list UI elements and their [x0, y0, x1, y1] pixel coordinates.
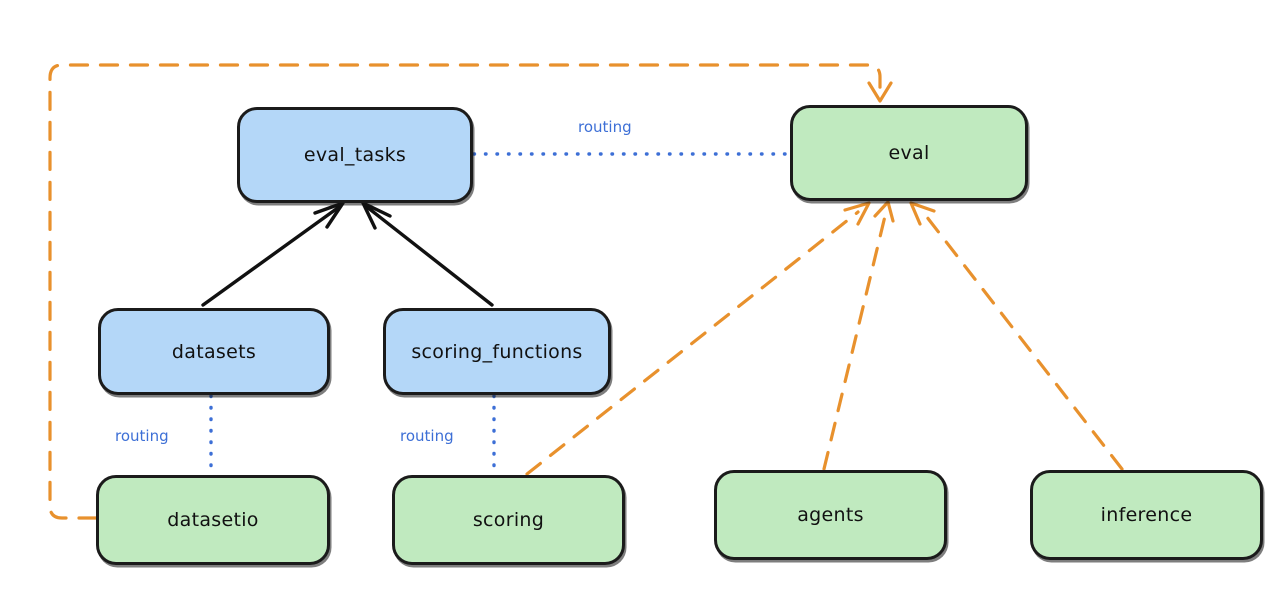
node-scoring_functions[interactable]: scoring_functions	[383, 308, 611, 395]
node-label: scoring	[472, 509, 545, 531]
node-label: inference	[1100, 504, 1193, 526]
node-eval[interactable]: eval	[790, 105, 1028, 201]
node-label: eval	[888, 142, 930, 164]
node-eval_tasks[interactable]: eval_tasks	[237, 107, 473, 203]
node-inference[interactable]: inference	[1030, 470, 1263, 560]
edge-scoring_functions-to-eval_tasks	[361, 201, 494, 307]
edge-datasets-to-eval_tasks	[201, 201, 345, 307]
node-label: datasets	[171, 340, 257, 363]
edge-agents-to-eval	[822, 200, 895, 471]
node-scoring[interactable]: scoring	[392, 475, 625, 565]
node-label: datasetio	[167, 509, 259, 531]
node-datasetio[interactable]: datasetio	[96, 475, 330, 565]
edge-datasetio-to-eval	[48, 63, 893, 520]
node-label: eval_tasks	[303, 144, 407, 166]
edge-label-routing-scoring: routing	[400, 427, 454, 445]
node-label: agents	[797, 504, 864, 526]
edge-scoring-to-eval	[525, 201, 871, 476]
node-label: scoring_functions	[411, 340, 583, 363]
node-datasets[interactable]: datasets	[98, 308, 330, 395]
edge-label-routing-datasetio: routing	[115, 427, 169, 445]
node-agents[interactable]: agents	[714, 470, 947, 560]
edge-label-routing-eval: routing	[578, 118, 632, 136]
edge-inference-to-eval	[909, 201, 1124, 471]
